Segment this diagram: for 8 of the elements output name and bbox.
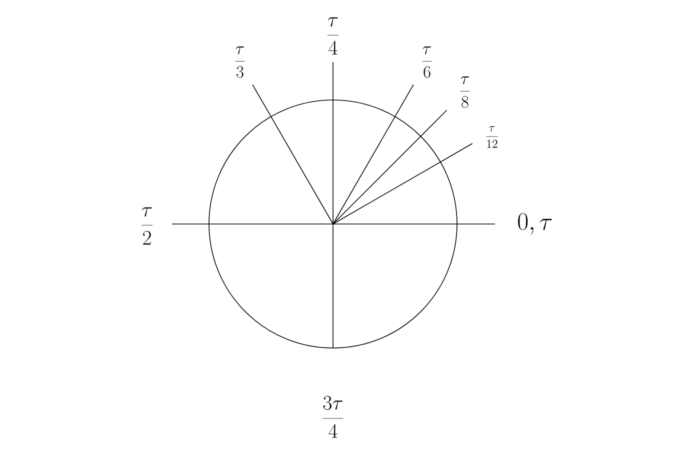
angle-label: $\frac{3\tau}{4}$: [322, 396, 344, 438]
angle-label: $\frac{\tau}{6}$: [422, 46, 432, 78]
angle-label: $\frac{\tau}{4}$: [327, 17, 339, 55]
angle-label: $0,\tau$: [518, 213, 552, 234]
angle-label: $\frac{\tau}{12}$: [486, 126, 498, 148]
angle-label: $\frac{\tau}{2}$: [141, 207, 153, 245]
angle-label: $\frac{\tau}{8}$: [460, 76, 470, 108]
angle-label: $\frac{\tau}{3}$: [235, 46, 245, 78]
